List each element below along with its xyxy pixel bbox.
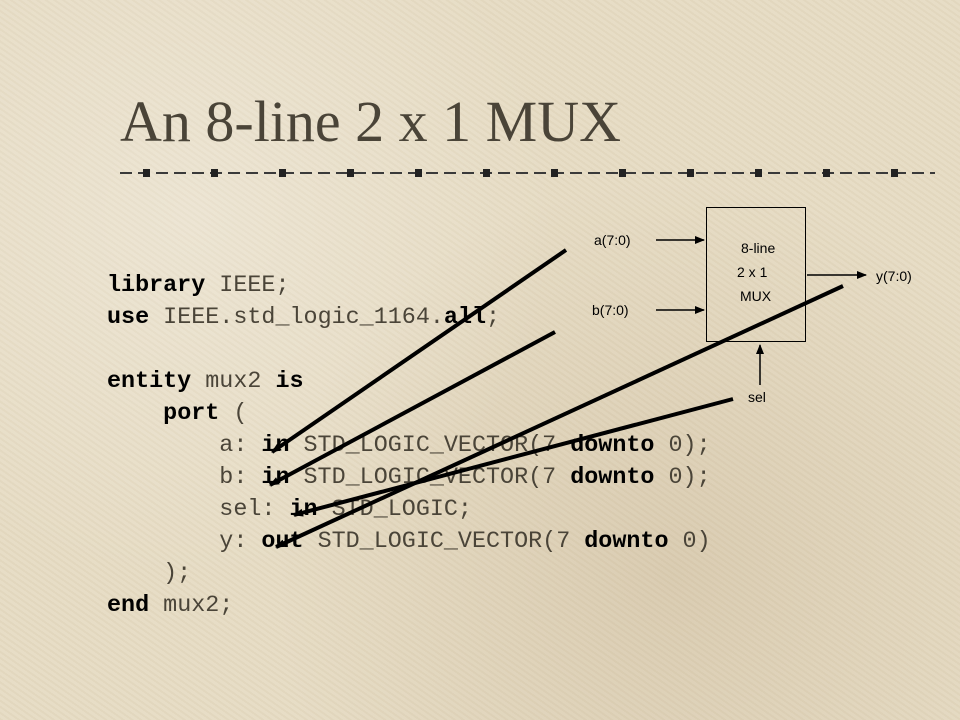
code-line: library IEEE; bbox=[107, 270, 711, 302]
code-keyword: out bbox=[261, 529, 304, 555]
code-keyword: downto bbox=[584, 529, 669, 555]
code-keyword: in bbox=[261, 465, 290, 491]
code-keyword: in bbox=[289, 497, 318, 523]
code-text: 0); bbox=[654, 465, 711, 491]
code-keyword: library bbox=[107, 273, 206, 299]
code-line: y: out STD_LOGIC_VECTOR(7 downto 0) bbox=[107, 526, 711, 558]
code-text: STD_LOGIC; bbox=[317, 497, 472, 523]
code-keyword: is bbox=[275, 369, 304, 395]
input-a-label: a(7:0) bbox=[594, 232, 631, 248]
code-text: STD_LOGIC_VECTOR(7 bbox=[289, 465, 571, 491]
code-text: b: bbox=[107, 465, 262, 491]
code-text: ; bbox=[486, 305, 501, 331]
code-text: ( bbox=[219, 401, 248, 427]
slide-title: An 8-line 2 x 1 MUX bbox=[120, 89, 622, 154]
code-keyword: port bbox=[163, 401, 220, 427]
code-text: 0) bbox=[668, 529, 711, 555]
title-divider bbox=[120, 169, 935, 177]
code-text: y: bbox=[107, 529, 262, 555]
code-text: mux2 bbox=[191, 369, 276, 395]
code-text: ); bbox=[107, 561, 192, 587]
code-keyword: use bbox=[107, 305, 150, 331]
code-text: IEEE.std_logic_1164. bbox=[149, 305, 444, 331]
code-line: sel: in STD_LOGIC; bbox=[107, 494, 711, 526]
code-text: 0); bbox=[654, 433, 711, 459]
code-line: entity mux2 is bbox=[107, 366, 711, 398]
code-text bbox=[107, 401, 163, 427]
code-text: mux2; bbox=[149, 593, 234, 619]
output-y-label: y(7:0) bbox=[876, 268, 912, 284]
code-line bbox=[107, 334, 711, 366]
vhdl-code-block: library IEEE; use IEEE.std_logic_1164.all… bbox=[107, 270, 711, 622]
input-sel-label: sel bbox=[748, 389, 766, 405]
mux-label-line1: 8-line bbox=[741, 240, 776, 256]
code-line: end mux2; bbox=[107, 590, 711, 622]
code-line: port ( bbox=[107, 398, 711, 430]
code-keyword: end bbox=[107, 593, 150, 619]
code-line: ); bbox=[107, 558, 711, 590]
code-line: a: in STD_LOGIC_VECTOR(7 downto 0); bbox=[107, 430, 711, 462]
code-keyword: all bbox=[443, 305, 487, 331]
code-line: b: in STD_LOGIC_VECTOR(7 downto 0); bbox=[107, 462, 711, 494]
code-text: STD_LOGIC_VECTOR(7 bbox=[289, 433, 571, 459]
code-keyword: downto bbox=[570, 465, 655, 491]
mux-label-line2: 2 x 1 bbox=[737, 264, 768, 280]
code-text: STD_LOGIC_VECTOR(7 bbox=[303, 529, 585, 555]
code-keyword: entity bbox=[107, 369, 192, 395]
code-keyword: downto bbox=[570, 433, 655, 459]
code-text: sel: bbox=[107, 497, 290, 523]
code-keyword: in bbox=[261, 433, 290, 459]
input-b-label: b(7:0) bbox=[592, 302, 629, 318]
code-text: a: bbox=[107, 433, 262, 459]
code-text: IEEE; bbox=[205, 273, 290, 299]
mux-label-line3: MUX bbox=[740, 288, 772, 304]
